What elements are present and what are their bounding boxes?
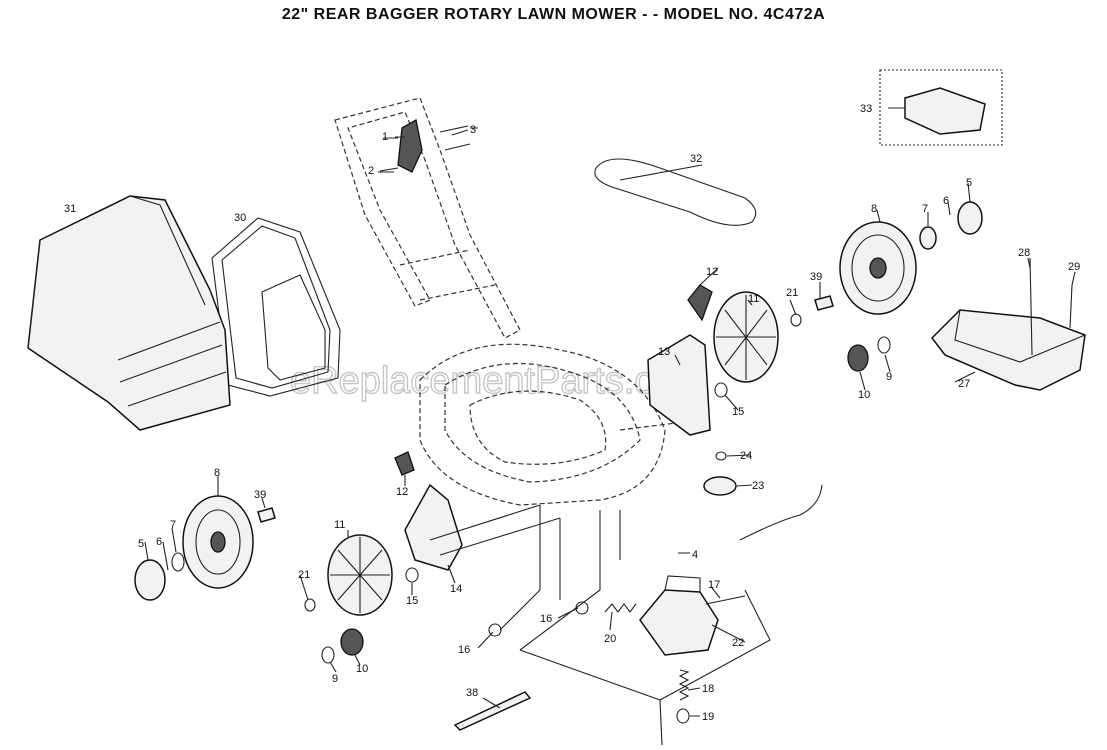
- drive-belt: [594, 158, 757, 226]
- transmission: [639, 575, 719, 656]
- discharge-chute-box: [879, 69, 1003, 146]
- rear-wheel-right: [839, 221, 917, 315]
- cable: [739, 484, 823, 541]
- callout-30: 30: [234, 212, 246, 224]
- pulley-23: [703, 476, 737, 496]
- nut-15-bottom: [405, 567, 419, 583]
- nut-16b: [575, 601, 589, 615]
- bushing-39-top: [814, 295, 834, 311]
- callout-27: 27: [958, 378, 970, 390]
- callout-7-bottom: 7: [170, 519, 176, 531]
- callout-9-bottom: 9: [332, 673, 338, 685]
- washer-7-top: [919, 226, 937, 250]
- rod-38: [453, 691, 532, 731]
- callout-33: 33: [860, 103, 872, 115]
- hubcap-5-bottom: [134, 559, 166, 601]
- callout-8-top: 8: [871, 203, 877, 215]
- callout-18: 18: [702, 683, 714, 695]
- bag-frame: [211, 217, 341, 397]
- callout-3: 3: [470, 124, 476, 136]
- nut-19: [676, 708, 690, 724]
- callout-7-top: 7: [922, 203, 928, 215]
- axle-lines: [429, 504, 621, 631]
- callout-15-bottom: 15: [406, 595, 418, 607]
- callout-4: 4: [692, 549, 698, 561]
- leader-lines: [144, 107, 1076, 717]
- callout-5-bottom: 5: [138, 538, 144, 550]
- callout-6-top: 6: [943, 195, 949, 207]
- callout-21-top: 21: [786, 287, 798, 299]
- nut-16a: [488, 623, 502, 637]
- callout-15-top: 15: [732, 406, 744, 418]
- callout-16-left: 16: [458, 644, 470, 656]
- callout-31: 31: [64, 203, 76, 215]
- callout-14: 14: [450, 583, 462, 595]
- bolt-29: [1069, 284, 1073, 329]
- pinion-10-top: [847, 344, 869, 372]
- callout-28: 28: [1018, 247, 1030, 259]
- callout-22: 22: [732, 637, 744, 649]
- height-adjuster-top: [647, 334, 711, 436]
- washer-21-top: [790, 313, 802, 327]
- callout-1: 1: [382, 131, 388, 143]
- callout-6-bottom: 6: [156, 536, 162, 548]
- pawl-bottom: [394, 451, 415, 476]
- callout-11-top: 11: [748, 293, 759, 305]
- callout-10-top: 10: [858, 389, 870, 401]
- callout-23: 23: [752, 480, 764, 492]
- callout-13: 13: [658, 346, 670, 358]
- callout-5-top: 5: [966, 177, 972, 189]
- callout-12-bottom: 12: [396, 486, 408, 498]
- callout-8-bottom: 8: [214, 467, 220, 479]
- callout-39-top: 39: [810, 271, 822, 283]
- height-adjuster-bottom: [404, 483, 463, 571]
- callout-10-bottom: 10: [356, 663, 368, 675]
- bolt-28: [1029, 257, 1033, 356]
- hubcap-5-top: [957, 201, 983, 235]
- nut-9-bottom: [321, 646, 335, 664]
- rear-skirt: [931, 309, 1086, 391]
- washer-7-bottom: [171, 552, 185, 572]
- callout-16-right: 16: [540, 613, 552, 625]
- drive-gear-bottom: [327, 534, 393, 616]
- callout-9-top: 9: [886, 371, 892, 383]
- nut-15-top: [714, 382, 728, 398]
- washer-21-bottom: [304, 598, 316, 612]
- callout-32: 32: [690, 153, 702, 165]
- callout-19: 19: [702, 711, 714, 723]
- callout-20: 20: [604, 633, 616, 645]
- nut-24: [715, 451, 727, 461]
- pinion-10-bottom: [340, 628, 364, 656]
- rear-wheel-left: [182, 495, 254, 589]
- callout-2: 2: [368, 165, 374, 177]
- callout-11-bottom: 11: [334, 519, 345, 531]
- diagram-title: 22" REAR BAGGER ROTARY LAWN MOWER - - MO…: [281, 6, 826, 23]
- callout-24: 24: [740, 450, 752, 462]
- grass-bag: [27, 195, 231, 431]
- frame-lines: [519, 589, 771, 746]
- callout-21-bottom: 21: [298, 569, 310, 581]
- watermark: eReplacementParts.com: [290, 360, 706, 402]
- callout-12-top: 12: [706, 266, 718, 278]
- control-bracket: [378, 118, 478, 173]
- pawl-top: [687, 284, 713, 322]
- callout-38: 38: [466, 687, 478, 699]
- drive-gear-top: [713, 291, 779, 383]
- nut-9-top: [877, 336, 891, 354]
- bushing-39-bottom: [257, 507, 276, 523]
- shaft-17: [705, 595, 746, 605]
- callout-17: 17: [708, 579, 720, 591]
- callout-39-bottom: 39: [254, 489, 266, 501]
- handle-assembly: [334, 97, 521, 339]
- callout-29: 29: [1068, 261, 1080, 273]
- spring-18: [678, 669, 690, 701]
- spring-20: [604, 603, 637, 613]
